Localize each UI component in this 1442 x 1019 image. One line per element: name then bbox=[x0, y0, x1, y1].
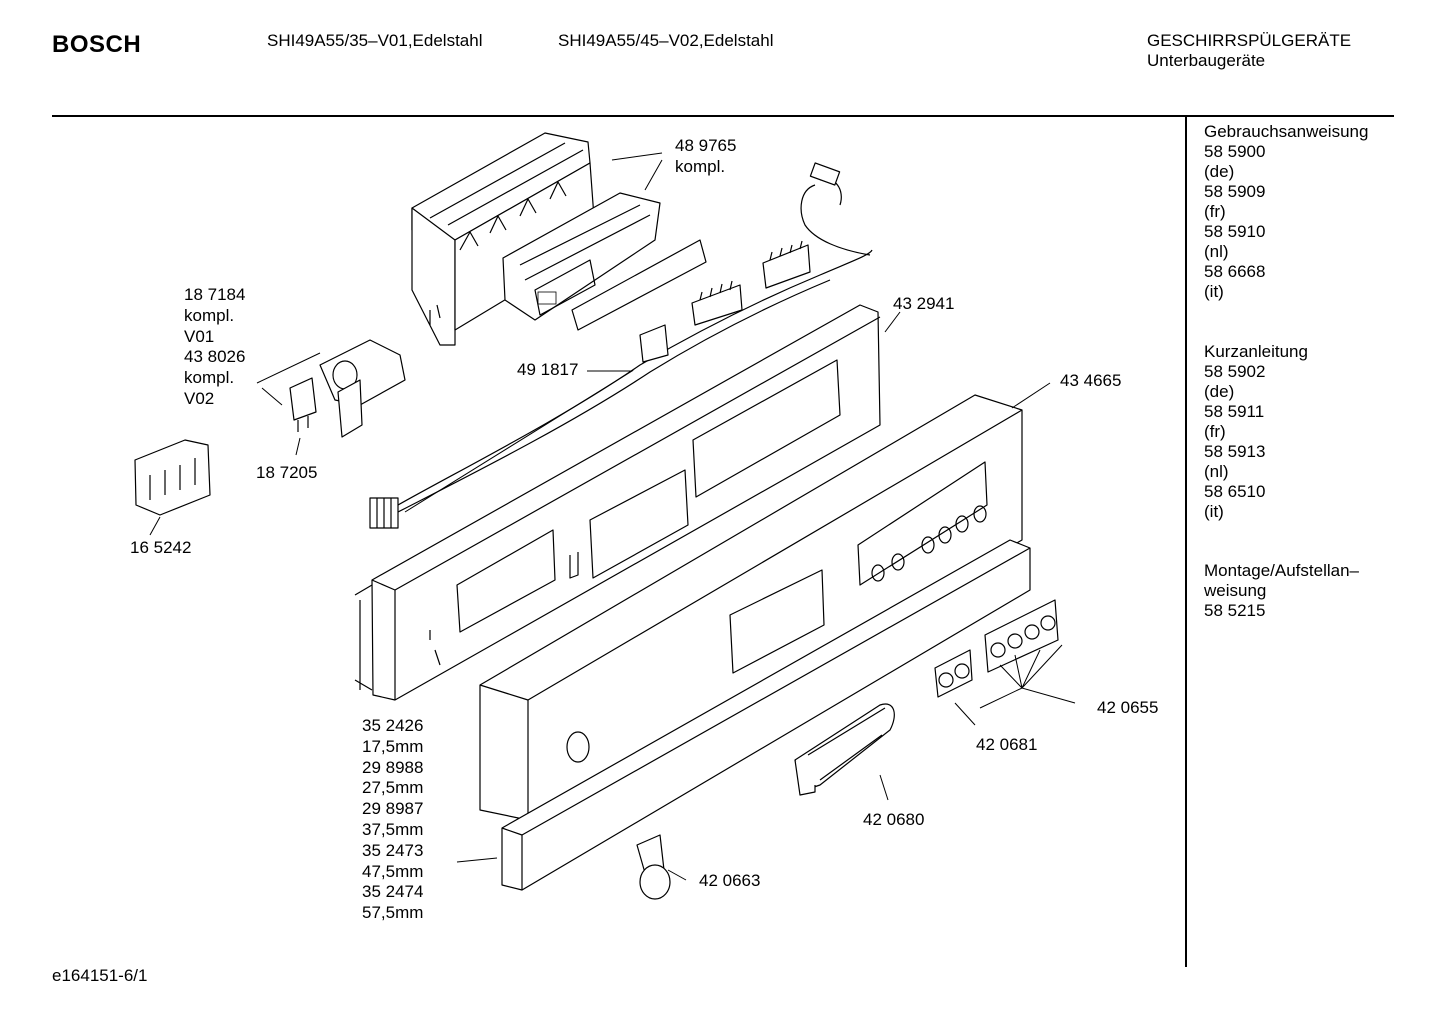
category-title: GESCHIRRSPÜLGERÄTE bbox=[1147, 31, 1352, 50]
doc-line: (de) bbox=[1204, 162, 1235, 181]
part-number: 18 7184 bbox=[184, 285, 246, 304]
part-187184: 18 7184 kompl. V01 43 8026 kompl. V02 bbox=[184, 285, 245, 410]
doc-line: (fr) bbox=[1204, 202, 1226, 221]
doc-section-gebrauchsanweisung: Gebrauchsanweisung 58 5900 (de) 58 5909 … bbox=[1204, 122, 1368, 302]
part-number: 48 9765 bbox=[675, 136, 737, 155]
doc-line: weisung bbox=[1204, 581, 1267, 600]
doc-section-title: Gebrauchsanweisung bbox=[1204, 122, 1369, 141]
doc-line: 58 5913 bbox=[1204, 442, 1266, 461]
part-note: kompl. bbox=[184, 368, 235, 388]
part-165242: 16 5242 bbox=[130, 538, 192, 557]
doc-line: 58 6510 bbox=[1204, 482, 1266, 501]
doc-section-kurzanleitung: Kurzanleitung 58 5902 (de) 58 5911 (fr) … bbox=[1204, 342, 1308, 522]
brand-logo: BOSCH bbox=[52, 31, 142, 58]
part-489765: 48 9765 kompl. bbox=[675, 136, 736, 178]
part-note: kompl. bbox=[184, 305, 235, 325]
part-size: 17,5mm bbox=[362, 736, 424, 756]
doc-line: (it) bbox=[1204, 282, 1224, 301]
part-note: V01 bbox=[184, 326, 215, 346]
part-note: V02 bbox=[184, 388, 215, 408]
panel-strip-drawing bbox=[501, 539, 1031, 891]
part-420655: 42 0655 bbox=[1097, 698, 1159, 717]
part-size: 37,5mm bbox=[362, 819, 424, 839]
doc-section-title: Montage/Aufstellan– bbox=[1204, 561, 1359, 580]
door-handle-drawing bbox=[794, 703, 895, 796]
part-420663: 42 0663 bbox=[699, 871, 761, 890]
part-420680: 42 0680 bbox=[863, 810, 925, 829]
doc-line: 58 5909 bbox=[1204, 182, 1266, 201]
part-number: 29 8988 bbox=[362, 757, 424, 777]
control-module-drawing bbox=[411, 132, 707, 346]
main-switch-drawing bbox=[134, 339, 406, 516]
part-420681: 42 0681 bbox=[976, 735, 1038, 754]
category-subtitle: Unterbaugeräte bbox=[1147, 51, 1266, 70]
part-number: 35 2474 bbox=[362, 882, 424, 902]
part-number: 29 8987 bbox=[362, 799, 424, 819]
leader-lines bbox=[149, 152, 1076, 881]
doc-line: (nl) bbox=[1204, 242, 1229, 261]
part-352426: 35 2426 17,5mm 29 8988 27,5mm 29 8987 37… bbox=[362, 716, 423, 924]
doc-line: 58 5910 bbox=[1204, 222, 1266, 241]
part-size: 27,5mm bbox=[362, 778, 424, 798]
doc-line: 58 5911 bbox=[1204, 402, 1265, 421]
part-number: 43 8026 bbox=[184, 347, 246, 367]
doc-line: (it) bbox=[1204, 502, 1224, 521]
sidebar-divider bbox=[1185, 117, 1187, 967]
knob-drawing bbox=[636, 834, 671, 900]
doc-line: 58 6668 bbox=[1204, 262, 1266, 281]
part-434665: 43 4665 bbox=[1060, 371, 1122, 390]
part-size: 57,5mm bbox=[362, 903, 424, 923]
doc-line: 58 5215 bbox=[1204, 601, 1266, 620]
part-note: kompl. bbox=[675, 156, 726, 176]
wiring-harness-drawing bbox=[369, 162, 873, 529]
doc-line: 58 5900 bbox=[1204, 142, 1266, 161]
header-divider bbox=[52, 115, 1394, 117]
part-size: 47,5mm bbox=[362, 861, 424, 881]
part-number: 35 2426 bbox=[362, 716, 424, 735]
doc-line: 58 5902 bbox=[1204, 362, 1266, 381]
doc-section-title: Kurzanleitung bbox=[1204, 342, 1308, 361]
front-panel-drawing bbox=[479, 394, 1023, 821]
doc-section-montage: Montage/Aufstellan– weisung 58 5215 bbox=[1204, 561, 1359, 621]
control-frame-drawing bbox=[354, 304, 881, 701]
part-number: 35 2473 bbox=[362, 840, 424, 860]
part-432941: 43 2941 bbox=[893, 294, 955, 313]
drawing-code: e164151-6/1 bbox=[52, 966, 148, 985]
model-v02: SHI49A55/45–V02,Edelstahl bbox=[558, 31, 774, 50]
doc-line: (fr) bbox=[1204, 422, 1226, 441]
doc-line: (nl) bbox=[1204, 462, 1229, 481]
doc-line: (de) bbox=[1204, 382, 1235, 401]
model-v01: SHI49A55/35–V01,Edelstahl bbox=[267, 31, 483, 50]
part-491817: 49 1817 bbox=[517, 360, 579, 379]
part-187205: 18 7205 bbox=[256, 463, 318, 482]
button-set-drawing bbox=[934, 599, 1059, 698]
